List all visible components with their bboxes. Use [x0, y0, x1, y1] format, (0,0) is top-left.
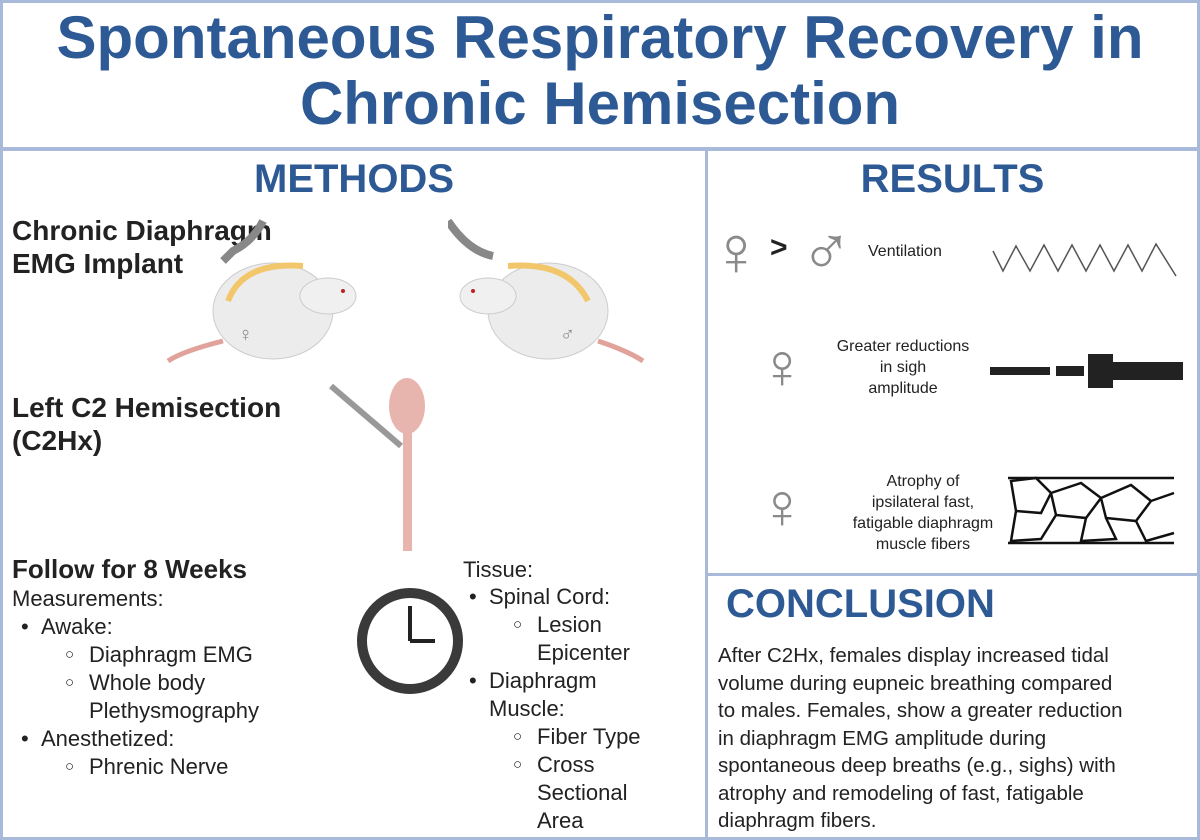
- text-line: spontaneous deep breaths (e.g., sighs) w…: [718, 754, 1116, 777]
- list-item: Spinal Cord:: [451, 583, 701, 611]
- text-line: After C2Hx, females display increased ti…: [718, 644, 1109, 667]
- list-item: Fiber Type: [451, 723, 701, 751]
- text-line: Greater reductions: [836, 338, 970, 355]
- text-line: in diaphragm EMG amplitude during: [718, 726, 1047, 750]
- title-panel: Spontaneous Respiratory Recovery in Chro…: [0, 0, 1200, 150]
- list-item: Area: [537, 808, 584, 833]
- step-line: Chronic Diaphragm: [12, 215, 272, 246]
- list-item: Phrenic Nerve: [3, 753, 323, 781]
- male-symbol: ♂: [560, 324, 575, 346]
- step-emg-implant: Chronic Diaphragm EMG Implant: [12, 214, 272, 280]
- result-atrophy: Atrophy of ipsilateral fast, fatigable d…: [838, 471, 1008, 555]
- list-item: Cross: [451, 751, 701, 779]
- tissue-label: Tissue:: [463, 557, 534, 582]
- female-icon: ♀: [758, 470, 806, 542]
- greater-than-sign: >: [770, 231, 788, 264]
- female-icon: ♀: [758, 330, 806, 402]
- methods-panel: METHODS Chronic Diaphragm EMG Implant Le…: [0, 148, 708, 840]
- list-item: Sectional: [537, 780, 628, 805]
- list-item: Muscle:: [489, 696, 565, 721]
- text-line: to males. Females, show a greater reduct…: [718, 699, 1123, 722]
- list-item: Diaphragm EMG: [3, 641, 323, 669]
- result-ventilation: Ventilation: [868, 243, 942, 260]
- list-item: Epicenter: [537, 640, 630, 665]
- results-heading: RESULTS: [860, 157, 1045, 201]
- measurements-list: Awake: Diaphragm EMG Whole body Plethysm…: [3, 613, 323, 781]
- muscle-fiber-illustration: [1008, 476, 1175, 545]
- list-item: Diaphragm: [451, 667, 701, 695]
- conclusion-text: After C2Hx, females display increased ti…: [718, 642, 1123, 835]
- male-icon: ♂: [800, 212, 853, 290]
- step-follow: Follow for 8 Weeks: [12, 554, 248, 584]
- conclusion-heading: CONCLUSION: [726, 582, 995, 626]
- result-sigh: Greater reductions in sigh amplitude: [823, 336, 983, 399]
- conclusion-panel: CONCLUSION After C2Hx, females display i…: [705, 573, 1200, 840]
- text-line: muscle fibers: [875, 536, 971, 553]
- list-item: Awake:: [3, 613, 323, 641]
- methods-heading: METHODS: [254, 157, 454, 201]
- measurements-label: Measurements:: [12, 586, 164, 611]
- text-line: Atrophy of: [886, 473, 960, 490]
- clock-icon: [357, 588, 463, 694]
- list-item: Whole body: [3, 669, 323, 697]
- tissue-list: Spinal Cord: Lesion Epicenter Diaphragm …: [451, 583, 701, 835]
- step-hemisection: Left C2 Hemisection (C2Hx): [12, 391, 281, 457]
- page-title: Spontaneous Respiratory Recovery in Chro…: [56, 4, 1144, 137]
- list-item: Plethysmography: [89, 698, 259, 723]
- step-line: EMG Implant: [12, 248, 184, 279]
- female-symbol: ♀: [238, 324, 253, 346]
- ventilation-trace: [992, 242, 1177, 277]
- text-line: amplitude: [868, 380, 938, 397]
- text-line: diaphragm fibers.: [718, 809, 877, 832]
- step-line: (C2Hx): [12, 425, 103, 456]
- list-item: Anesthetized:: [3, 725, 323, 753]
- text-line: atrophy and remodeling of fast, fatigabl…: [718, 781, 1084, 805]
- text-line: in sigh: [879, 359, 927, 376]
- results-panel: RESULTS ♀ > ♂ Ventilation ♀ Greater redu…: [705, 148, 1200, 576]
- step-line: Left C2 Hemisection: [12, 392, 282, 423]
- text-line: ipsilateral fast,: [871, 494, 975, 511]
- emg-sigh-trace: [990, 354, 1183, 388]
- text-line: fatigable diaphragm: [852, 515, 994, 532]
- text-line: volume during eupneic breathing compared: [718, 671, 1113, 695]
- male-rat-illustration: ♂: [448, 218, 645, 364]
- spinal-cord-scalpel-illustration: [329, 378, 425, 551]
- female-rat-illustration: ♀: [166, 219, 357, 364]
- list-item: Lesion: [451, 611, 701, 639]
- female-icon: ♀: [710, 212, 763, 290]
